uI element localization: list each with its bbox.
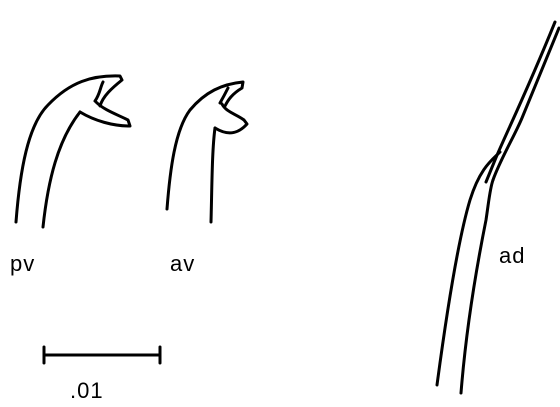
pv-seta-tooth <box>78 80 132 128</box>
pv-seta-outer-edge <box>14 74 124 224</box>
ad-seta-drawing <box>435 20 560 395</box>
scale-bar-label: .01 <box>70 378 104 403</box>
ad-seta-shaft <box>484 20 557 184</box>
pv-label: pv <box>10 251 35 276</box>
ad-label: ad <box>499 243 525 268</box>
pv-seta-drawing <box>14 74 132 229</box>
av-seta-outer-edge <box>165 80 245 211</box>
ad-seta-outer-edge <box>435 150 502 387</box>
ad-seta-shaft-second-edge <box>491 26 560 182</box>
ad-seta-inner-edge <box>459 178 495 395</box>
av-seta-tooth <box>213 86 249 135</box>
av-seta-inner-edge <box>209 126 217 224</box>
av-seta-drawing <box>165 80 249 224</box>
pv-seta-inner-edge <box>41 110 82 229</box>
av-label: av <box>170 251 195 276</box>
scale-bar: .01 <box>42 345 162 403</box>
